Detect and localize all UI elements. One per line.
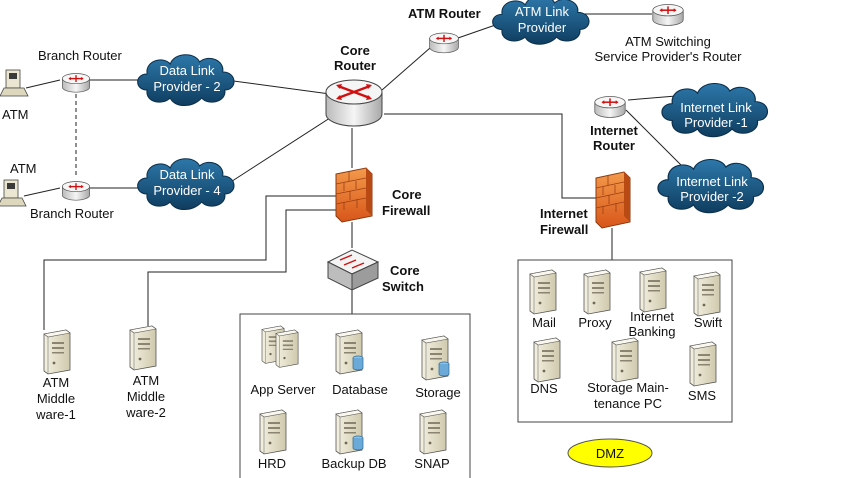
mail-server: Mail xyxy=(529,269,557,330)
middleware-2-label-1: ATM xyxy=(133,373,159,388)
dmz-badge: DMZ xyxy=(567,438,653,468)
dns-server: DNS xyxy=(530,337,561,396)
data-link-provider-4-cloud: Data Link Provider - 4 xyxy=(137,158,235,211)
internet-link-provider-1-cloud: Internet Link Provider -1 xyxy=(661,82,769,138)
hrd-server: HRD xyxy=(258,409,287,471)
middleware-1-label-1: ATM xyxy=(43,375,69,390)
atm-switching-label-1: ATM Switching xyxy=(625,34,711,49)
core-firewall: Core Firewall xyxy=(335,167,430,223)
atm-terminal-top: ATM xyxy=(0,69,29,122)
atm-bottom-label: ATM xyxy=(10,161,36,176)
atm-terminal-bottom: ATM xyxy=(0,161,36,207)
core-switch-label-1: Core xyxy=(390,263,420,278)
atm-middleware-1: ATM Middle ware-1 xyxy=(35,329,76,422)
internet-link-2-label-2: Provider -2 xyxy=(680,189,744,204)
internet-banking-label-1: Internet xyxy=(630,309,674,324)
atm-link-provider-cloud: ATM Link Provider xyxy=(492,0,590,45)
internet-firewall-label-2: Firewall xyxy=(540,222,588,237)
internet-link-provider-2-cloud: Internet Link Provider -2 xyxy=(657,158,765,214)
data-link-2-label-2: Provider - 2 xyxy=(153,79,220,94)
sms-server: SMS xyxy=(688,341,717,403)
atm-link-label-1: ATM Link xyxy=(515,4,569,19)
atm-link-label-2: Provider xyxy=(518,20,567,35)
atm-switching-router: ATM Switching Service Provider's Router xyxy=(595,3,743,64)
branch-router-top: Branch Router xyxy=(38,48,122,93)
dns-label: DNS xyxy=(530,381,558,396)
backup-db-server: Backup DB xyxy=(321,409,387,471)
proxy-server: Proxy xyxy=(578,269,612,330)
core-firewall-label-1: Core xyxy=(392,187,422,202)
internet-link-2-label-1: Internet Link xyxy=(676,174,748,189)
internet-router-label-2: Router xyxy=(593,138,635,153)
branch-router-bottom: Branch Router xyxy=(30,180,114,221)
atm-router: ATM Router xyxy=(408,6,481,54)
hrd-label: HRD xyxy=(258,456,286,471)
core-firewall-label-2: Firewall xyxy=(382,203,430,218)
internet-firewall: Internet Firewall xyxy=(540,171,631,237)
internet-banking-server: Internet Banking xyxy=(629,267,676,339)
branch-router-top-label: Branch Router xyxy=(38,48,122,63)
data-link-4-label-2: Provider - 4 xyxy=(153,183,220,198)
dmz-group: Mail Proxy Internet Banking Swift DNS St… xyxy=(517,259,733,423)
storage-label: Storage xyxy=(415,385,461,400)
dmz-badge-label: DMZ xyxy=(596,446,624,461)
core-router-label-2: Router xyxy=(334,58,376,73)
server-group: App Server Database Storage HRD Backup D… xyxy=(239,313,471,478)
branch-router-bottom-label: Branch Router xyxy=(30,206,114,221)
data-link-4-label-1: Data Link xyxy=(160,167,215,182)
swift-label: Swift xyxy=(694,315,723,330)
internet-link-1-label-2: Provider -1 xyxy=(684,115,748,130)
backup-db-label: Backup DB xyxy=(321,456,386,471)
core-switch: Core Switch xyxy=(326,249,424,294)
storage-maint-label-2: tenance PC xyxy=(594,396,662,411)
internet-router-label-1: Internet xyxy=(590,123,638,138)
middleware-2-label-3: ware-2 xyxy=(125,405,166,420)
middleware-1-label-3: ware-1 xyxy=(35,407,76,422)
middleware-2-label-2: Middle xyxy=(127,389,165,404)
storage-maintenance-pc: Storage Main- tenance PC xyxy=(587,337,669,411)
snap-label: SNAP xyxy=(414,456,449,471)
database-label: Database xyxy=(332,382,388,397)
atm-router-label: ATM Router xyxy=(408,6,481,21)
atm-top-label: ATM xyxy=(2,107,28,122)
proxy-label: Proxy xyxy=(578,315,612,330)
atm-middleware-2: ATM Middle ware-2 xyxy=(125,325,166,420)
core-router: Core Router xyxy=(325,43,383,127)
data-link-2-label-1: Data Link xyxy=(160,63,215,78)
internet-banking-label-2: Banking xyxy=(629,324,676,339)
core-switch-label-2: Switch xyxy=(382,279,424,294)
sms-label: SMS xyxy=(688,388,717,403)
internet-router: Internet Router xyxy=(590,95,639,153)
storage-server: Storage xyxy=(415,335,461,400)
app-server: App Server xyxy=(250,325,316,397)
snap-server: SNAP xyxy=(414,409,450,471)
storage-maint-label-1: Storage Main- xyxy=(587,380,669,395)
data-link-provider-2-cloud: Data Link Provider - 2 xyxy=(137,54,235,107)
internet-link-1-label-1: Internet Link xyxy=(680,100,752,115)
swift-server: Swift xyxy=(693,271,723,330)
core-router-label-1: Core xyxy=(340,43,370,58)
mail-label: Mail xyxy=(532,315,556,330)
internet-firewall-label-1: Internet xyxy=(540,206,588,221)
app-server-label: App Server xyxy=(250,382,316,397)
database-server: Database xyxy=(332,329,388,397)
atm-switching-label-2: Service Provider's Router xyxy=(595,49,743,64)
middleware-1-label-2: Middle xyxy=(37,391,75,406)
